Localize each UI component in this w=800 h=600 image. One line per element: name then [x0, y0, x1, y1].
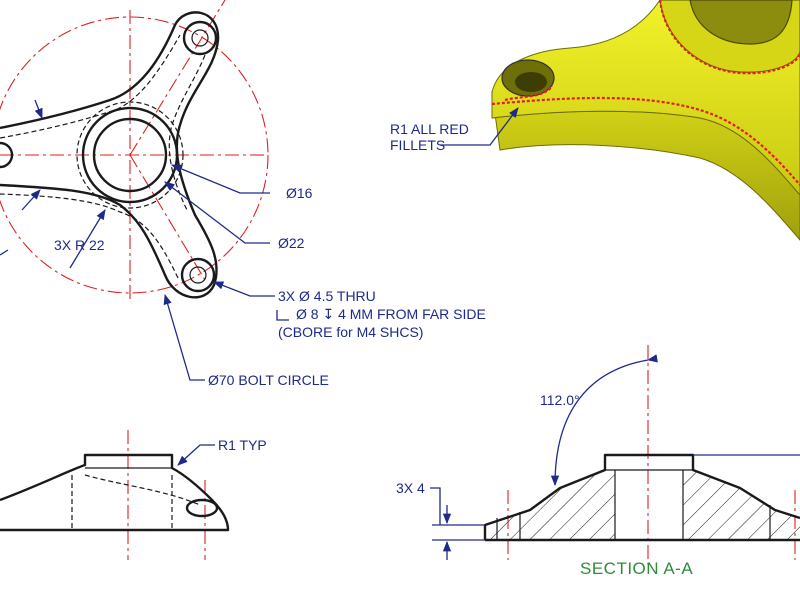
thickness-dimension: 3X 4 [396, 480, 425, 496]
center-boss-fillet [76, 101, 184, 209]
model-hole-inner [515, 72, 547, 92]
bolt-hole-left [0, 141, 14, 169]
bolt-hole-lower-bore [189, 266, 207, 284]
front-view-outline [0, 453, 230, 532]
red-fillet-edges [491, 0, 800, 186]
dim-diameter-22: Ø22 [278, 235, 305, 251]
center-boss-outer [81, 106, 179, 204]
bracket-fillet-inner [0, 34, 206, 279]
dim-diameter-16: Ø16 [286, 185, 313, 201]
dim-radius-22: 3X R 22 [54, 237, 105, 253]
section-label: SECTION A-A [580, 559, 693, 578]
bolt-hole-lower [180, 257, 216, 293]
model-bore [689, 0, 793, 45]
bolt-hole-upper [182, 20, 218, 56]
3d-model-view [440, 0, 800, 241]
red-fillets-callout-line-2: FILLETS [390, 137, 445, 153]
hole-callout-line-3: (CBORE for M4 SHCS) [278, 324, 423, 340]
angle-dimension: 112.0° [540, 392, 580, 408]
bolt-hole-upper-bore [191, 29, 209, 47]
fillet-r1-typ-callout: R1 TYP [218, 437, 267, 453]
center-bore [92, 117, 168, 193]
red-fillets-callout-line-1: R1 ALL RED [390, 121, 469, 137]
section-view [430, 345, 800, 565]
hole-callout-line-2: Ø 8 ↧ 4 MM FROM FAR SIDE [296, 306, 486, 322]
section-hatch-left [485, 470, 615, 540]
front-view [0, 430, 230, 560]
bolt-circle-callout: Ø70 BOLT CIRCLE [208, 372, 329, 388]
section-hatch-right [683, 470, 800, 540]
top-view [0, 0, 289, 381]
hole-callout-line-1: 3X Ø 4.5 THRU [278, 288, 376, 304]
